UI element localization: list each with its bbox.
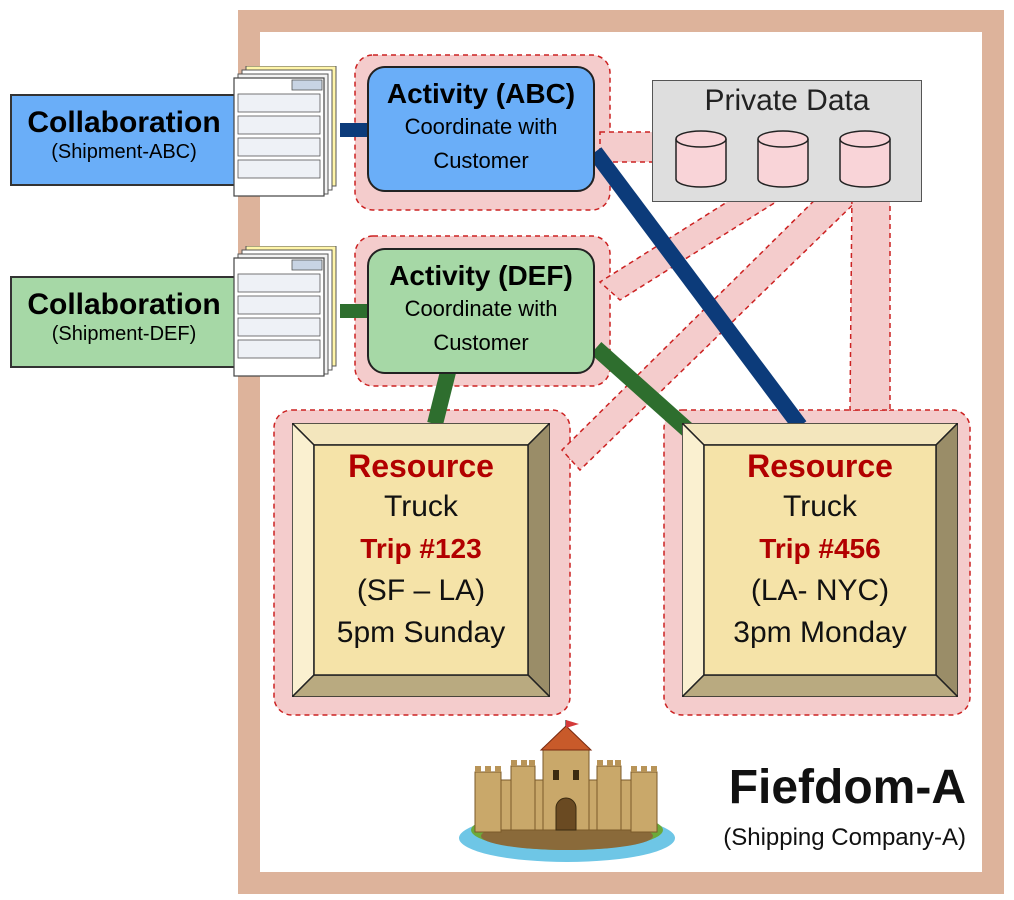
resource-1-frame: [292, 423, 550, 697]
resource-2-item: Truck: [783, 490, 857, 523]
link-def-res2: [590, 342, 696, 438]
link-collab-def: [340, 304, 372, 318]
link-collab-abc: [340, 123, 372, 137]
activity-abc: Activity (ABC) Coordinate with Customer: [367, 66, 595, 192]
resource-1-time: 5pm Sunday: [336, 616, 506, 649]
fiefdom-title: Fiefdom-A: [728, 761, 966, 814]
activity-def-line2: Customer: [433, 330, 529, 355]
castle-icon: [459, 720, 675, 862]
activity-abc-line2: Customer: [433, 148, 529, 173]
link-abc-res2: [588, 147, 807, 431]
link-db3-res2: [849, 189, 891, 411]
activity-abc-title: Activity (ABC): [386, 78, 576, 109]
resource-1-route: (SF – LA): [356, 574, 486, 607]
collaboration-abc: Collaboration (Shipment-ABC): [10, 94, 238, 186]
private-data-title: Private Data: [704, 84, 870, 117]
resource-2-trip: Trip #456: [759, 533, 881, 564]
fiefdom-subtitle: (Shipping Company-A): [723, 824, 966, 851]
collaboration-abc-title: Collaboration: [27, 106, 221, 139]
resource-2-route: (LA- NYC): [750, 574, 890, 607]
activity-def-line1: Coordinate with: [404, 296, 558, 321]
resource-1-trip: Trip #123: [360, 533, 482, 564]
collaboration-def: Collaboration (Shipment-DEF): [10, 276, 238, 368]
resource-1-title: Resource: [348, 448, 494, 484]
resource-2-title: Resource: [747, 448, 893, 484]
resource-1-content: Resource Truck Trip #123 (SF – LA) 5pm S…: [314, 446, 528, 654]
collaboration-abc-subtitle: (Shipment-ABC): [51, 141, 197, 163]
resource-2-content: Resource Truck Trip #456 (LA- NYC) 3pm M…: [704, 446, 936, 654]
activity-def: Activity (DEF) Coordinate with Customer: [367, 248, 595, 374]
document-stack-icon: [233, 66, 337, 197]
resource-1-item: Truck: [384, 490, 458, 523]
resource-2-time: 3pm Monday: [733, 616, 907, 649]
document-stack-icon: [233, 246, 337, 377]
collaboration-def-title: Collaboration: [27, 288, 221, 321]
activity-abc-line1: Coordinate with: [404, 114, 558, 139]
collaboration-def-subtitle: (Shipment-DEF): [51, 323, 197, 345]
activity-def-title: Activity (DEF): [389, 260, 573, 291]
resource-2-frame: [682, 423, 958, 697]
link-def-res1: [427, 370, 456, 426]
